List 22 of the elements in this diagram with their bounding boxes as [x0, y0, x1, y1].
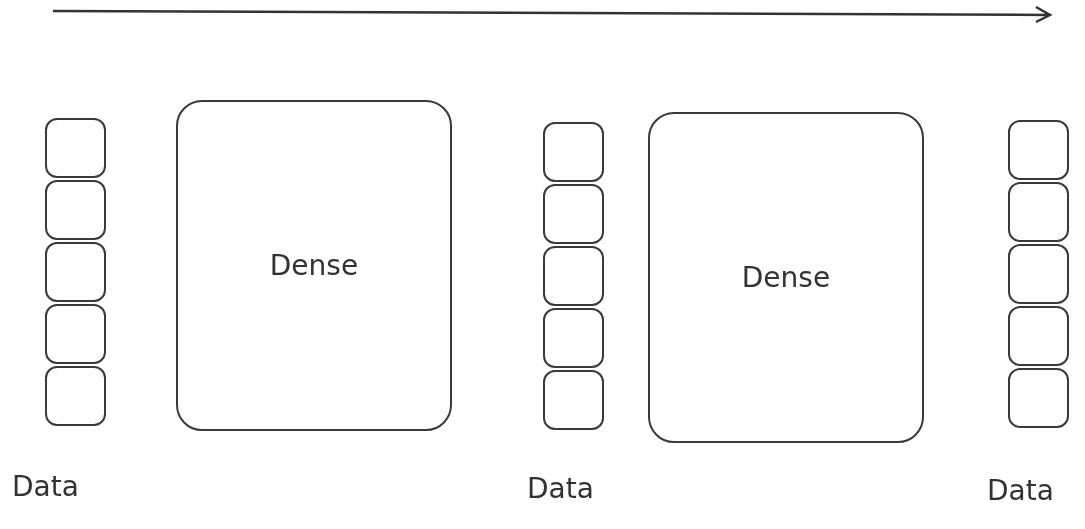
data-label: Data [987, 474, 1054, 507]
data-cell [543, 246, 604, 306]
data-cell [1008, 182, 1069, 242]
layer-box [648, 112, 924, 443]
layer-box [176, 100, 452, 431]
data-cell [45, 180, 106, 240]
layer-name: Dense [741, 261, 831, 294]
data-cell [1008, 368, 1069, 428]
data-label: Data [527, 472, 594, 505]
data-cell [543, 370, 604, 430]
data-cell [543, 308, 604, 368]
data-cell [1008, 244, 1069, 304]
data-cell [1008, 120, 1069, 180]
layer-name: Dense [269, 249, 359, 282]
data-label: Data [12, 470, 79, 503]
data-cell [45, 118, 106, 178]
data-cell [543, 122, 604, 182]
data-cell [45, 304, 106, 364]
data-cell [543, 184, 604, 244]
data-cell [1008, 306, 1069, 366]
data-cell [45, 242, 106, 302]
data-cell [45, 366, 106, 426]
